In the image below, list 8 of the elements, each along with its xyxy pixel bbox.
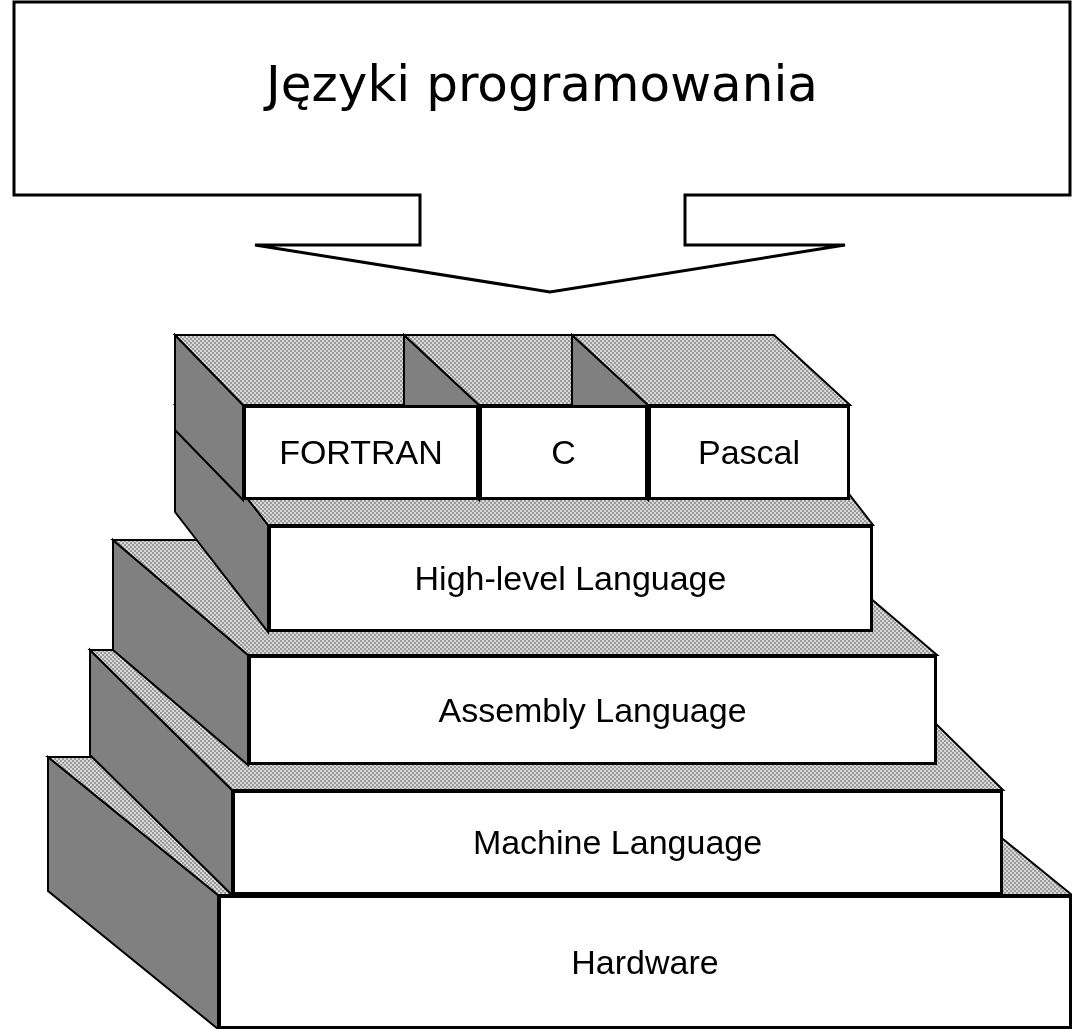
callout-title: Języki programowania — [12, 55, 1072, 113]
layer-block: C — [479, 405, 648, 500]
layer-block: FORTRAN — [243, 405, 479, 500]
layer-block: High-level Language — [268, 525, 873, 632]
layer-block: Pascal — [648, 405, 850, 500]
layer-block: Assembly Language — [248, 655, 937, 765]
layer-block: Machine Language — [232, 790, 1003, 895]
layer-block: Hardware — [218, 895, 1072, 1029]
